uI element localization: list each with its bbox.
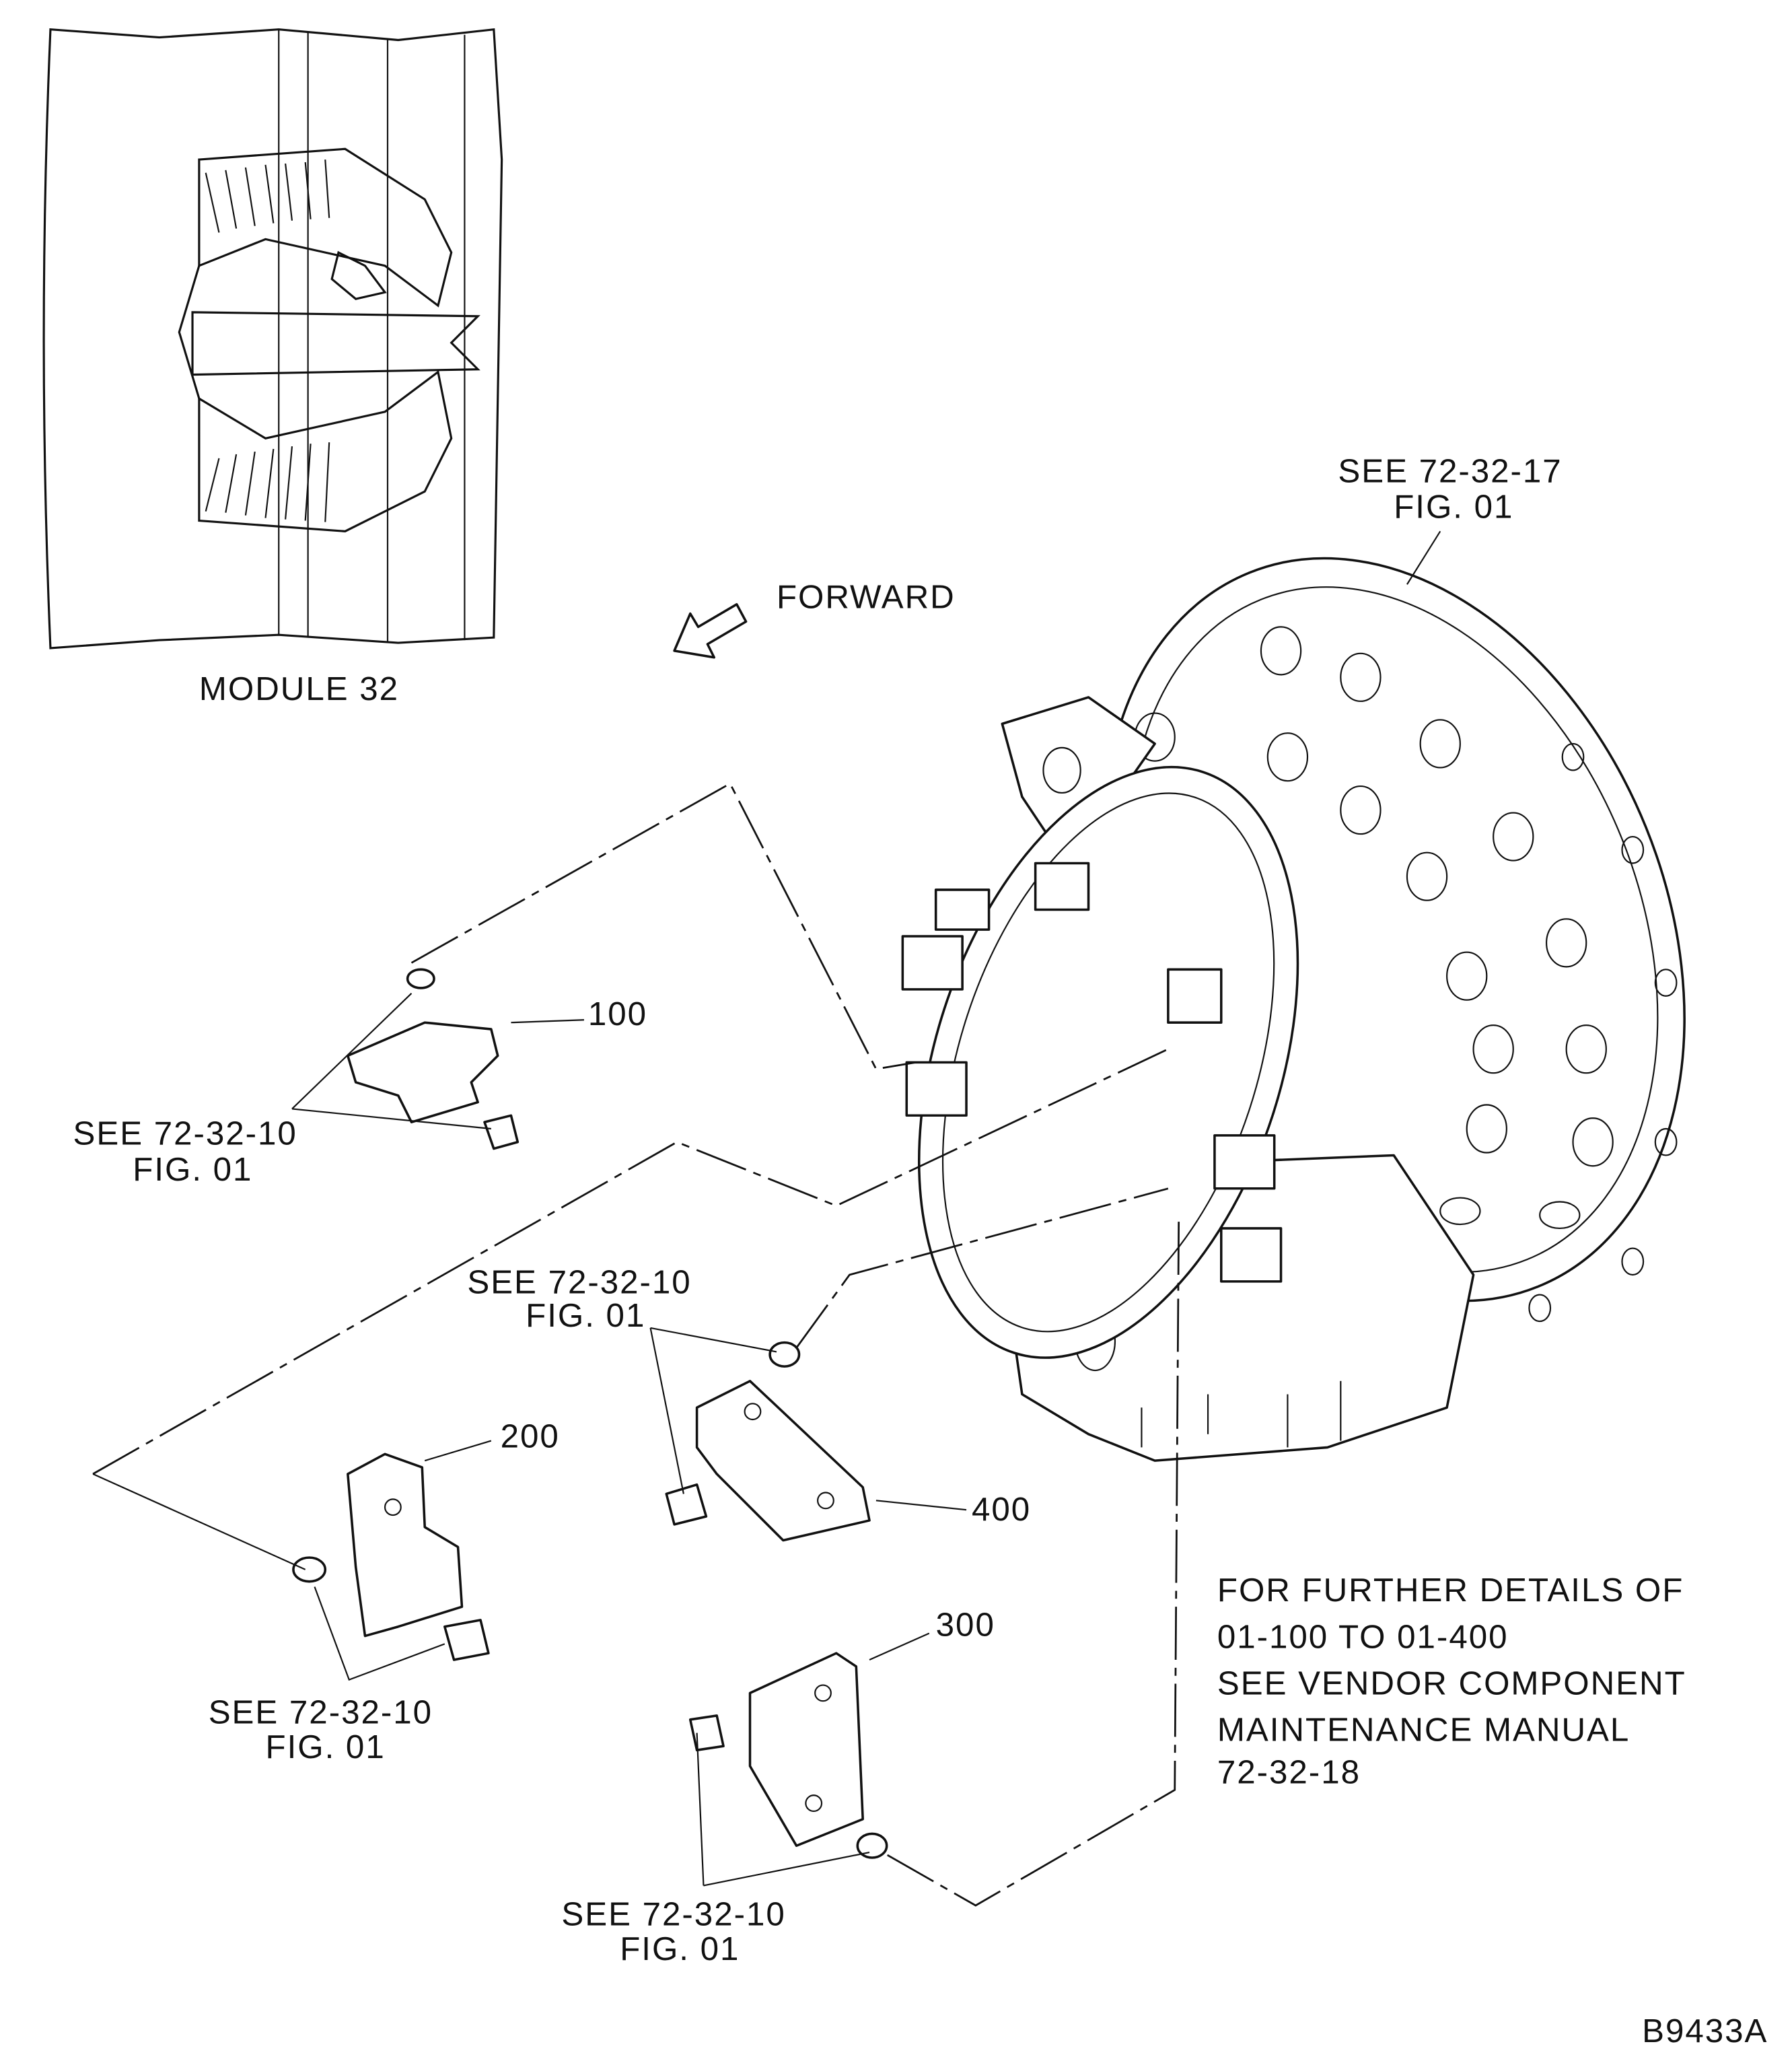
blade-row-bottom: [205, 442, 330, 522]
ref-flange-line1: SEE 72-32-17: [1338, 452, 1562, 489]
ref-100-line2: FIG. 01: [133, 1151, 252, 1188]
ref-flange-line2: FIG. 01: [1394, 489, 1513, 526]
ref-300-line1: SEE 72-32-10: [561, 1896, 785, 1933]
module-label: MODULE 32: [199, 670, 399, 707]
part-400: 400: [665, 1341, 1031, 1542]
details-note: FOR FURTHER DETAILS OF 01-100 TO 01-400 …: [1217, 1572, 1686, 1791]
forward-indicator: FORWARD: [673, 579, 956, 659]
ref-200-line2: FIG. 01: [266, 1728, 386, 1765]
module-32-inset: MODULE 32: [42, 28, 503, 707]
arrow-forward-icon: [673, 603, 748, 659]
blade-row-top: [205, 159, 330, 233]
note-line-3: SEE VENDOR COMPONENT: [1217, 1665, 1686, 1702]
callout-100: 100: [588, 995, 647, 1032]
ref-100-line1: SEE 72-32-10: [73, 1115, 297, 1152]
part-200: 200: [292, 1418, 560, 1661]
callout-200: 200: [501, 1418, 560, 1455]
note-line-5: 72-32-18: [1217, 1754, 1361, 1791]
callout-400: 400: [972, 1491, 1031, 1528]
ref-400-line2: FIG. 01: [526, 1297, 645, 1334]
ref-200-line1: SEE 72-32-10: [209, 1694, 433, 1731]
part-300: 300: [688, 1607, 995, 1859]
flange-holes: [1134, 626, 1678, 1323]
brush-holders: [901, 862, 1283, 1283]
figure-id: B9433A: [1642, 2013, 1768, 2050]
callout-300: 300: [936, 1607, 995, 1644]
leader-lines: [92, 530, 1441, 1907]
ref-400-line1: SEE 72-32-10: [467, 1264, 691, 1301]
reference-labels: SEE 72-32-17 FIG. 01 SEE 72-32-10 FIG. 0…: [73, 452, 1562, 1967]
forward-label: FORWARD: [777, 579, 956, 616]
note-line-4: MAINTENANCE MANUAL: [1217, 1711, 1630, 1748]
ref-300-line2: FIG. 01: [620, 1930, 740, 1967]
part-100: 100: [347, 968, 647, 1150]
note-line-1: FOR FURTHER DETAILS OF: [1217, 1572, 1684, 1609]
flange-assembly: [901, 557, 1686, 1462]
note-line-2: 01-100 TO 01-400: [1217, 1618, 1509, 1655]
